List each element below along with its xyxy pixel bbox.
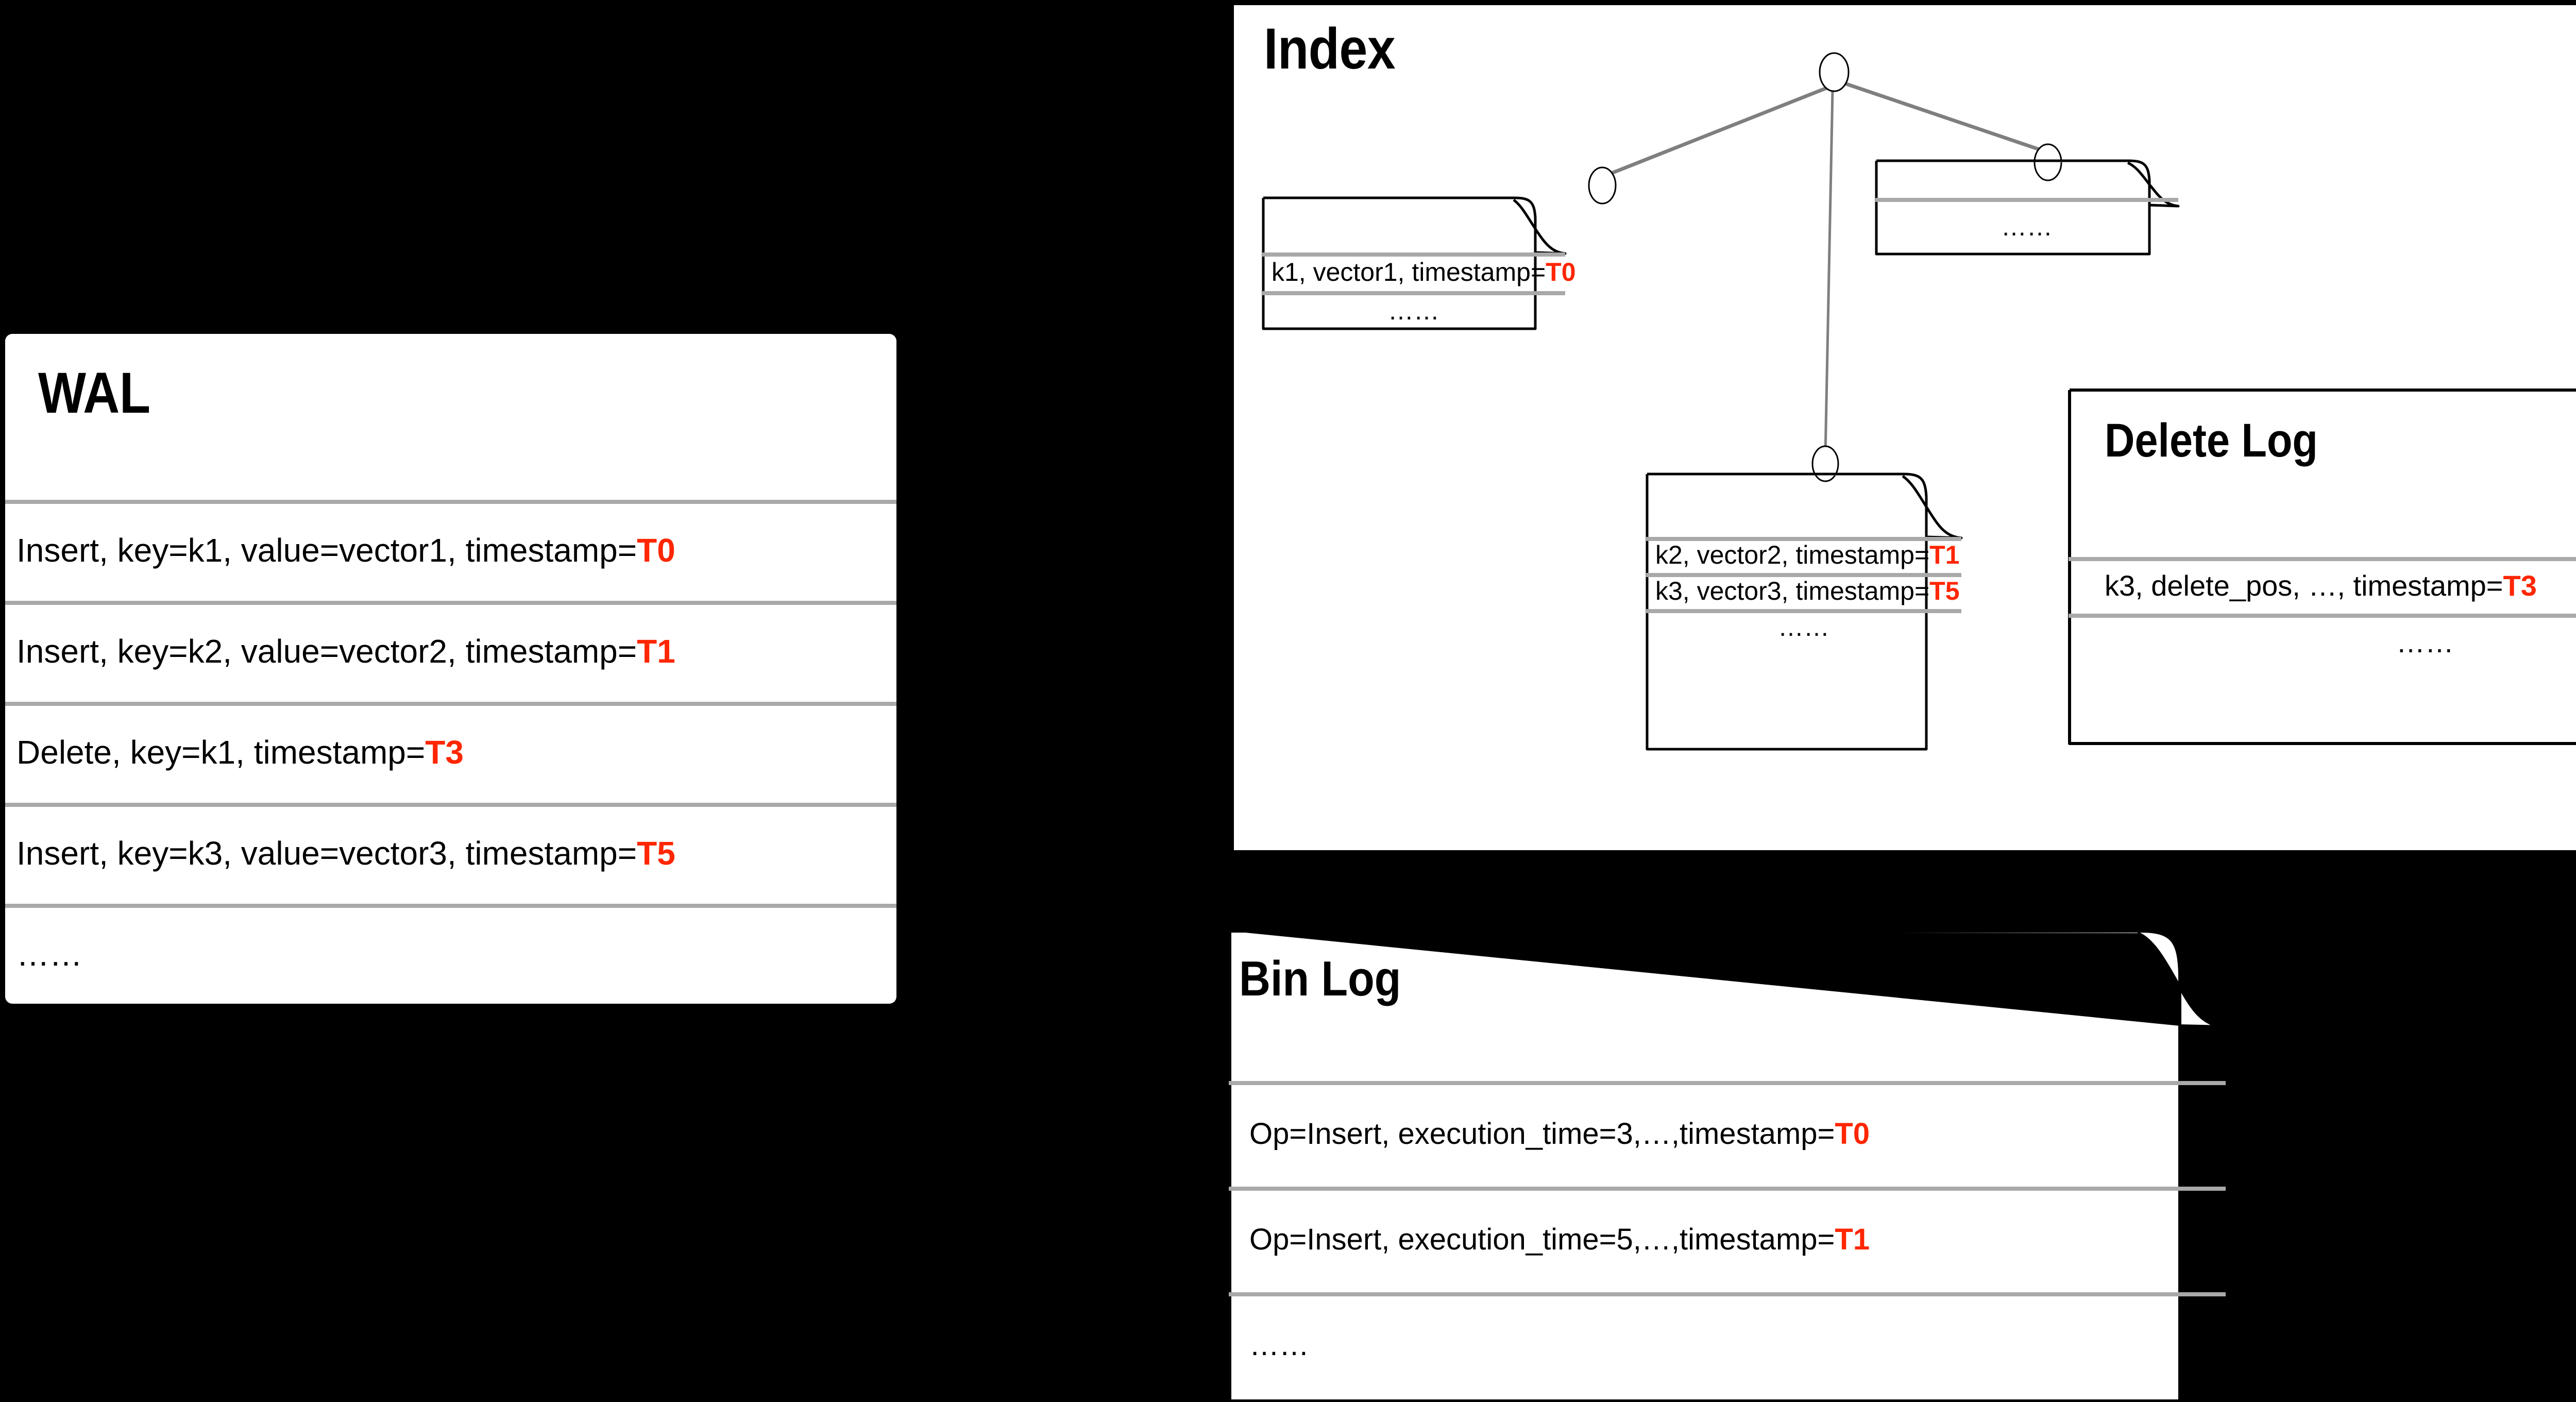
log-row: k3, delete_pos, …, timestamp=T3: [2069, 557, 2576, 614]
log-row: k2, vector2, timestamp=T1: [1646, 537, 1961, 573]
log-row-text: k2, vector2, timestamp=: [1655, 540, 1930, 569]
log-row-text: ……: [2396, 626, 2454, 658]
index-card-0-rows: k1, vector1, timestamp=T0 ……: [1262, 252, 1576, 330]
index-card-1-rows: ……: [1875, 198, 2178, 255]
wal-panel: WAL Insert, key=k1, value=vector1, times…: [5, 334, 896, 1004]
tree-edge-root-center: [1824, 90, 1834, 455]
log-row-timestamp: T0: [637, 532, 675, 569]
index-panel: Index k1, vector1, timestamp=T0 ……: [1234, 5, 2576, 850]
log-row: Op=Insert, execution_time=5,…,timestamp=…: [1229, 1187, 2226, 1292]
log-row-timestamp: T1: [1929, 540, 1960, 569]
log-row-text: k3, delete_pos, …, timestamp=: [2105, 569, 2503, 602]
log-row-timestamp: T5: [637, 835, 675, 872]
bin-log-title: Bin Log: [1239, 951, 1401, 1006]
log-row-timestamp: T0: [1546, 257, 1576, 286]
delete-log-card: Delete Log k3, delete_pos, …, timestamp=…: [2068, 388, 2576, 745]
bin-log-rows: Op=Insert, execution_time=3,…,timestamp=…: [1229, 1081, 2226, 1398]
log-row-text: ……: [1249, 1328, 1309, 1362]
log-row: Delete, key=k1, timestamp=T3: [5, 702, 896, 803]
index-card-segment-k1: k1, vector1, timestamp=T0 ……: [1262, 196, 1576, 330]
log-row: ……: [5, 904, 896, 1005]
index-title: Index: [1264, 16, 1396, 81]
tree-node-child-left: [1588, 166, 1617, 205]
doc-outline: [1262, 196, 1567, 330]
log-row-text: Insert, key=k1, value=vector1, timestamp…: [16, 532, 637, 569]
log-row: ……: [2069, 614, 2576, 670]
log-row-timestamp: T1: [1835, 1223, 1870, 1256]
log-row-text: ……: [1388, 296, 1439, 325]
log-row-timestamp: T5: [1929, 577, 1960, 605]
log-row-timestamp: T3: [2503, 569, 2537, 602]
tree-edge-root-right: [1841, 80, 2048, 154]
log-row: ……: [1646, 609, 1961, 645]
log-row: ……: [1229, 1292, 2226, 1398]
log-row: k3, vector3, timestamp=T5: [1646, 573, 1961, 609]
log-row: Insert, key=k2, value=vector2, timestamp…: [5, 601, 896, 702]
log-row: k1, vector1, timestamp=T0: [1262, 252, 1576, 291]
wal-title: WAL: [38, 361, 150, 425]
log-row-text: Insert, key=k3, value=vector3, timestamp…: [16, 835, 637, 872]
log-row-timestamp: T0: [1835, 1117, 1870, 1151]
log-row-text: Delete, key=k1, timestamp=: [16, 734, 426, 771]
log-row-timestamp: T3: [425, 734, 464, 771]
log-row-text: k3, vector3, timestamp=: [1655, 577, 1930, 605]
log-row-text: Insert, key=k2, value=vector2, timestamp…: [16, 633, 637, 670]
log-row: Op=Insert, execution_time=3,…,timestamp=…: [1229, 1081, 2226, 1187]
bin-log-card: Bin Log Op=Insert, execution_time=3,…,ti…: [1228, 930, 2227, 1402]
tree-edge-root-left: [1603, 83, 1835, 178]
tree-node-root: [1819, 52, 1850, 92]
log-row-text: ……: [2001, 212, 2053, 241]
delete-log-rows: k3, delete_pos, …, timestamp=T3 ……: [2069, 557, 2576, 670]
index-card-segment-more: ……: [1875, 159, 2180, 256]
doc-outline: [2068, 388, 2576, 745]
log-row-text: k1, vector1, timestamp=: [1272, 257, 1546, 286]
log-row: ……: [1262, 291, 1565, 330]
log-row: ……: [1875, 198, 2178, 255]
log-row-timestamp: T1: [637, 633, 675, 670]
wal-rows: Insert, key=k1, value=vector1, timestamp…: [5, 500, 896, 1005]
log-row: Insert, key=k1, value=vector1, timestamp…: [5, 500, 896, 601]
log-row: Insert, key=k3, value=vector3, timestamp…: [5, 803, 896, 904]
log-row-text: ……: [1778, 613, 1829, 641]
log-row-text: Op=Insert, execution_time=5,…,timestamp=: [1249, 1223, 1835, 1256]
log-row-text: ……: [16, 936, 82, 973]
log-row-text: Op=Insert, execution_time=3,…,timestamp=: [1249, 1117, 1835, 1151]
doc-outline: [1875, 159, 2180, 256]
doc-outline: [1228, 930, 2227, 1402]
delete-log-title: Delete Log: [2105, 414, 2318, 467]
